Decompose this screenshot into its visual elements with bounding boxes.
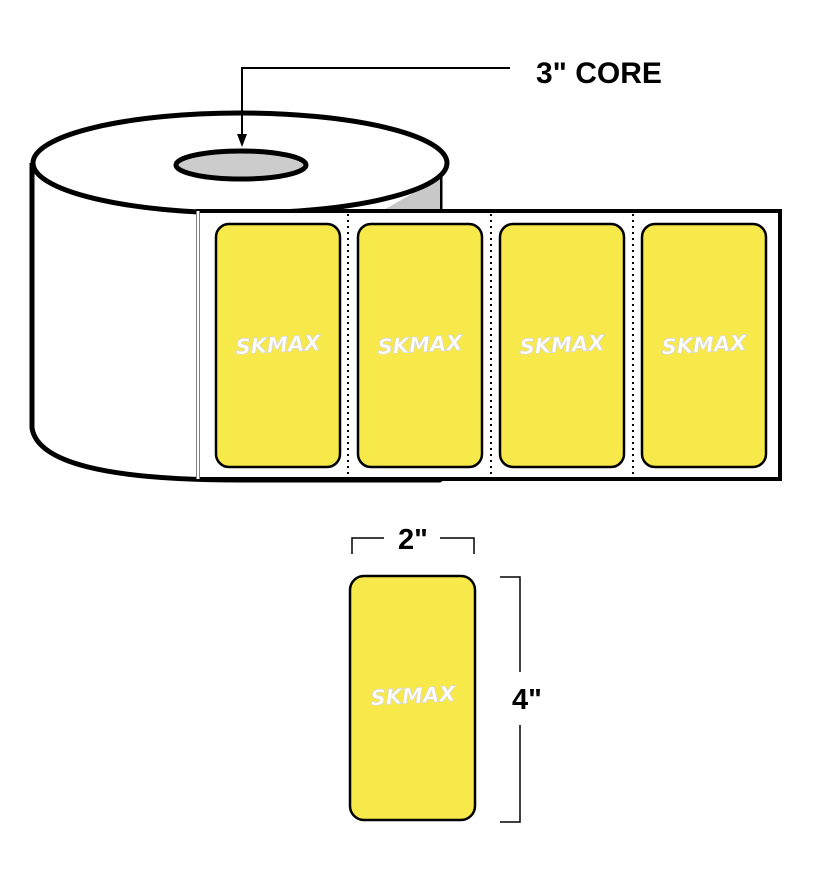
width-label: 2": [398, 524, 428, 556]
core-label: 3" CORE: [536, 57, 662, 90]
roll-label: SKMAX: [214, 222, 342, 469]
roll-labels: SKMAX SKMAX SKMAX SKMAX: [214, 222, 768, 469]
callout-leader-line: [241, 67, 510, 138]
roll-label: SKMAX: [498, 222, 626, 469]
single-label: SKMAX: [348, 574, 477, 822]
roll-label-brand: SKMAX: [519, 331, 607, 359]
height-dimension: 4": [500, 576, 542, 823]
callout-arrowhead: [237, 134, 247, 147]
height-bracket-bottom: [500, 725, 521, 823]
roll-label-brand: SKMAX: [661, 331, 749, 359]
height-label: 4": [512, 684, 542, 716]
perforations: [347, 214, 634, 476]
width-bracket: [351, 537, 475, 554]
height-bracket-top: [500, 576, 521, 672]
roll-label: SKMAX: [640, 222, 768, 469]
roll-label-brand: SKMAX: [377, 331, 465, 359]
width-dimension: 2": [351, 524, 475, 556]
roll-label: SKMAX: [356, 222, 484, 469]
core-hole: [173, 148, 309, 182]
roll-label-brand: SKMAX: [235, 331, 323, 359]
single-label-brand: SKMAX: [370, 682, 458, 710]
core-callout: 3" CORE: [237, 57, 662, 147]
